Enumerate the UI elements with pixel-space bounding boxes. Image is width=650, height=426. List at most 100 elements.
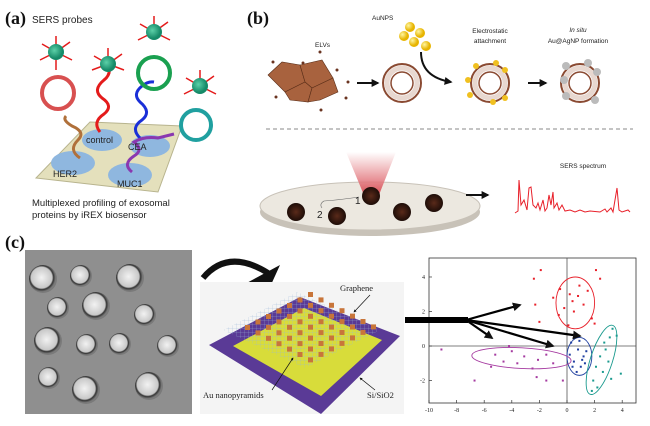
nanopyramid <box>318 351 324 357</box>
nanopyramid <box>329 324 334 330</box>
nanopyramids-label: Au nanopyramids <box>203 390 264 400</box>
sample-spot <box>287 203 305 221</box>
sers-nanoparticle <box>192 78 208 94</box>
data-point-teal <box>615 334 618 337</box>
nanopyramid <box>276 341 282 347</box>
nanopyramid <box>297 330 303 336</box>
data-point-teal <box>604 348 607 351</box>
nanopyramid <box>339 308 345 314</box>
nanopyramid <box>297 297 303 303</box>
data-point-blue <box>581 358 584 361</box>
nanopyramid <box>339 330 345 335</box>
y-tick-label: 2 <box>422 310 425 316</box>
graphene-layer <box>223 292 380 368</box>
data-point-red <box>599 277 602 280</box>
nanopyramid <box>371 324 376 330</box>
nanopyramids-pointer <box>271 357 294 391</box>
data-point-purple <box>537 358 540 361</box>
data-point-teal <box>611 327 614 330</box>
nanopyramid <box>297 352 303 357</box>
electrostatic-label-2: attachment <box>474 38 506 45</box>
data-point-red <box>538 320 541 323</box>
curved-arrow <box>200 258 270 281</box>
attach-arrow <box>420 51 453 85</box>
data-point-red <box>532 277 535 280</box>
nanopyramid <box>350 324 355 330</box>
x-tick-label: 2 <box>593 408 596 414</box>
panel-c-label: (c) <box>5 232 25 253</box>
cluster-ellipse-teal <box>585 324 618 395</box>
exosome <box>179 108 213 142</box>
sers-spectrum-line <box>514 179 631 214</box>
data-point-teal <box>596 386 599 389</box>
data-point-blue <box>568 353 571 356</box>
spot-muc1 <box>108 163 152 187</box>
data-point-red <box>577 294 580 297</box>
nanopyramid <box>329 313 334 319</box>
nanopyramid <box>308 335 313 341</box>
x-tick-label: 4 <box>621 408 624 414</box>
data-point-red <box>582 303 585 306</box>
data-point-purple <box>502 360 505 363</box>
data-point-purple <box>490 365 493 368</box>
nanopyramid <box>287 303 292 308</box>
exosome <box>40 75 76 111</box>
aunps-label: AuNPS <box>372 15 394 22</box>
sers-spectrum-label: SERS spectrum <box>560 163 606 170</box>
x-tick-label: 0 <box>566 408 569 414</box>
cluster-ellipse-red <box>555 276 596 330</box>
data-point-red <box>563 307 566 310</box>
sample-spot-1 <box>362 187 380 205</box>
data-point-red <box>586 289 589 292</box>
data-point-teal <box>592 379 595 382</box>
data-point-teal <box>608 336 611 339</box>
nanopyramid <box>318 297 324 303</box>
y-tick-label: 4 <box>422 275 425 281</box>
data-point-red <box>539 269 542 272</box>
substrate-label: Si/SiO2 <box>367 390 394 400</box>
data-point-red <box>557 313 560 316</box>
exosome <box>136 55 172 91</box>
data-point-blue <box>583 362 586 365</box>
data-point-red <box>559 288 562 291</box>
panel-a: (a) SERS probes control CEA HER2 MUC1 Mu… <box>5 8 217 221</box>
data-point-red <box>568 293 571 296</box>
sers-nanoparticle <box>100 56 116 72</box>
tissue-cluster <box>267 59 339 103</box>
nanopyramid <box>329 302 334 308</box>
vesicle <box>382 63 422 103</box>
data-point-purple <box>523 355 526 358</box>
data-point-teal <box>619 372 622 375</box>
tether-muc1 <box>126 132 175 174</box>
data-point-red <box>534 303 537 306</box>
data-point-teal <box>590 389 593 392</box>
spot-label-her2: HER2 <box>53 169 77 179</box>
nanopyramid <box>276 308 282 314</box>
data-point-teal <box>610 377 613 380</box>
graphene-label: Graphene <box>340 283 373 293</box>
cluster-ellipse-purple <box>471 347 572 370</box>
nanopyramid <box>308 292 313 297</box>
data-point-blue <box>571 365 574 368</box>
spot-number-1: 1 <box>355 196 361 207</box>
data-point-purple <box>494 353 497 356</box>
nanopyramid <box>308 346 313 352</box>
caption-line-1: Multiplexed profiling of exosomal <box>32 198 170 209</box>
nanopyramid <box>308 357 313 363</box>
nanopyramid <box>308 313 313 319</box>
nanopyramid <box>318 341 324 346</box>
x-tick-label: -8 <box>454 408 459 414</box>
data-point-teal <box>607 360 610 363</box>
sample-spot <box>425 194 443 212</box>
insitu-label-1: In situ <box>569 27 587 34</box>
data-point-blue <box>575 370 578 373</box>
nanopyramid <box>297 308 303 314</box>
scan-path <box>320 196 360 209</box>
tether-her2 <box>63 114 83 160</box>
released-vesicles <box>271 50 350 112</box>
insitu-label-2: Au@AgNP formation <box>548 38 609 45</box>
data-point-teal <box>603 341 606 344</box>
nanopyramid <box>245 325 250 330</box>
tether-cea <box>134 80 155 140</box>
